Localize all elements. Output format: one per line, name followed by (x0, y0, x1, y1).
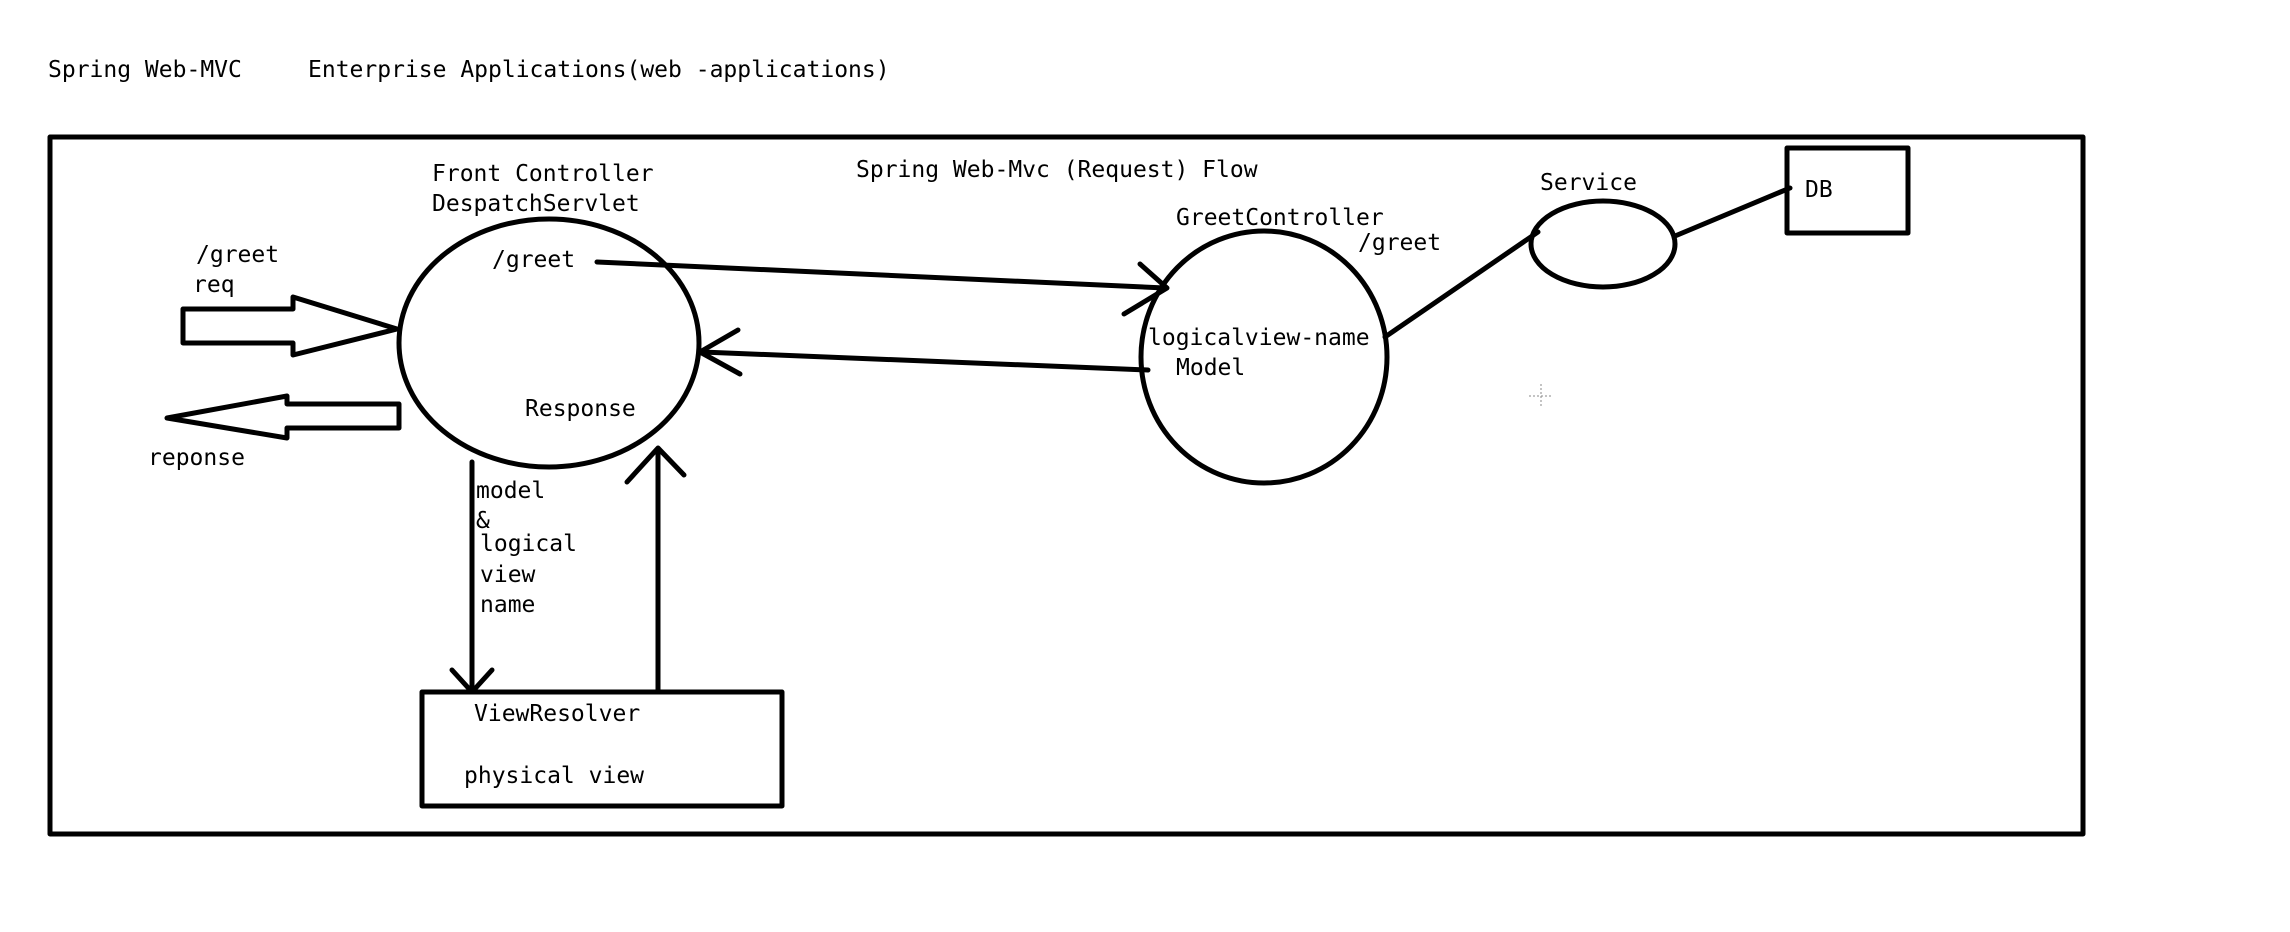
header-title: Spring Web-MVC (48, 57, 242, 83)
view-resolver-label: ViewResolver (474, 701, 640, 727)
controller-service-line (1382, 229, 1541, 340)
dispatch-arrow-head (1121, 261, 1170, 317)
greet-controller-label: GreetController (1176, 205, 1384, 231)
service-ellipse (1528, 198, 1678, 290)
front-controller-label: Front Controller (432, 161, 654, 187)
front-controller-servlet-label: DespatchServlet (432, 191, 640, 217)
model-label-line3: logical (480, 531, 577, 557)
model-label-line1: model (476, 478, 545, 504)
service-db-line (1672, 185, 1793, 239)
greet-controller-logical-view: logicalview-name (1148, 325, 1370, 351)
view-resolver-box (419, 689, 785, 809)
front-controller-response: Response (525, 396, 636, 422)
db-label: DB (1805, 177, 1833, 203)
model-label-line5: name (480, 592, 535, 618)
model-label-line2: & (476, 508, 490, 534)
db-box (1784, 145, 1911, 236)
service-label: Service (1540, 170, 1637, 196)
request-arrow-shape (180, 294, 400, 358)
request-path-label: /greet (196, 242, 279, 268)
header-subtitle: Enterprise Applications(web -application… (308, 57, 890, 83)
response-arrow-shape (164, 393, 402, 441)
diagram-frame (47, 134, 2086, 837)
flow-title: Spring Web-Mvc (Request) Flow (856, 157, 1258, 183)
model-label-line4: view (480, 562, 536, 588)
cursor-icon (1529, 384, 1553, 408)
from-view-resolver-head (624, 445, 687, 485)
request-req-label: req (193, 272, 235, 298)
greet-controller-path: /greet (1358, 230, 1441, 256)
greet-controller-circle (1138, 228, 1390, 486)
view-resolver-physical-view: physical view (464, 763, 644, 789)
return-arrow-line (699, 349, 1151, 373)
return-arrow-head (697, 327, 743, 377)
front-controller-circle (396, 216, 702, 470)
front-controller-path: /greet (492, 247, 575, 273)
dispatch-arrow-line (594, 259, 1168, 291)
response-label: reponse (148, 445, 245, 471)
greet-controller-model: Model (1176, 355, 1245, 381)
